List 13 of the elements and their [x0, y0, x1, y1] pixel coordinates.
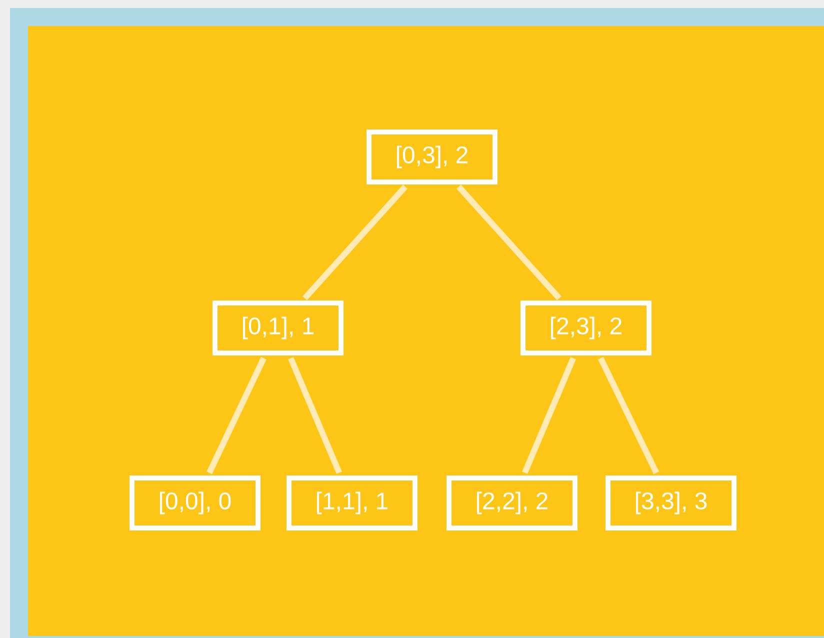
tree-node-box: [0,0], 0 [130, 476, 260, 530]
connector-line [302, 184, 408, 300]
connector-line [206, 356, 266, 474]
connector-line [522, 357, 576, 474]
tree-node-box: [0,3], 2 [366, 130, 498, 184]
tree-node-box: [1,1], 1 [286, 476, 418, 530]
connector-line [288, 357, 342, 474]
connector-line [456, 184, 562, 300]
tree-node-box: [3,3], 3 [606, 476, 736, 530]
tree-node-box: [0,1], 1 [212, 300, 344, 356]
connector-line [598, 356, 660, 474]
tree-node-box: [2,2], 2 [446, 476, 578, 530]
tree-node-box: [2,3], 2 [520, 300, 652, 356]
